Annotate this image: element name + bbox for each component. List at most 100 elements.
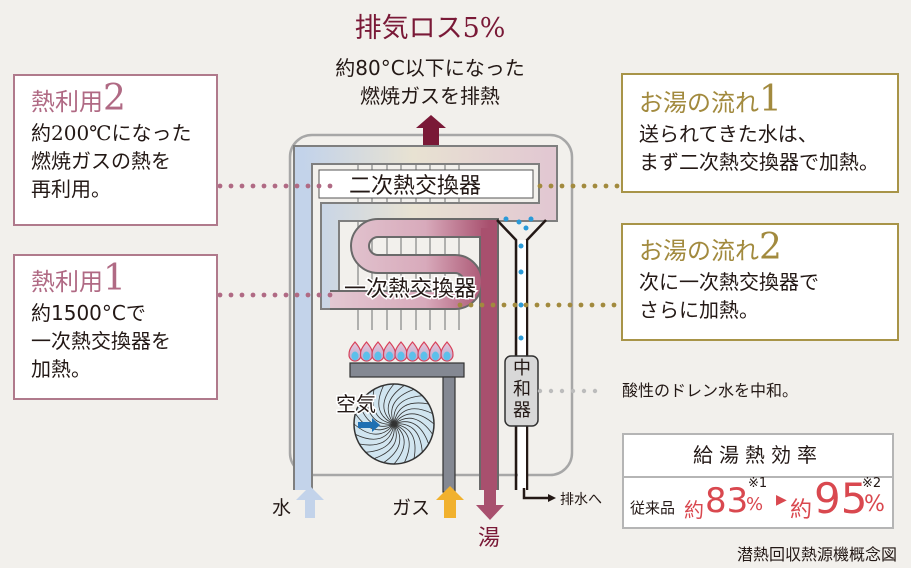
leader-dot bbox=[567, 302, 573, 308]
leader-dot bbox=[283, 292, 289, 298]
leader-dot bbox=[327, 183, 333, 189]
callout-body: 約200℃になった 燃焼ガスの熱を 再利用。 bbox=[31, 121, 192, 201]
new-percent: % bbox=[864, 492, 885, 517]
conventional-value: 83 bbox=[705, 481, 749, 521]
fan-blade bbox=[365, 423, 395, 453]
leader-dot bbox=[559, 183, 565, 189]
fan-blade bbox=[393, 402, 429, 425]
leader-dot bbox=[250, 183, 256, 189]
callout-flow-2: お湯の流れ2 次に一次熱交換器で さらに加熱。 bbox=[621, 223, 899, 341]
leader-dot bbox=[501, 302, 507, 308]
burner-flames bbox=[348, 341, 454, 362]
exhaust-subtitle: 約80°C以下になった 燃焼ガスを排熱 bbox=[290, 54, 570, 110]
leader-dot bbox=[537, 388, 543, 394]
leader-dot bbox=[548, 388, 554, 394]
leader-dot bbox=[228, 292, 234, 298]
efficiency-panel: 給湯熱効率 従来品 約 83 % ※1 ▶ 約 95 % ※2 bbox=[622, 433, 894, 529]
fan-blade bbox=[353, 423, 395, 435]
efficiency-title: 給湯熱効率 bbox=[624, 435, 892, 478]
fan-blade bbox=[387, 385, 405, 425]
new-value: 95 bbox=[814, 474, 868, 523]
leader-dot bbox=[600, 302, 606, 308]
fan-blade bbox=[391, 388, 415, 425]
leader-dot bbox=[545, 302, 551, 308]
drain-droplets bbox=[503, 216, 534, 341]
callout-heading: 熱利用2 bbox=[31, 81, 216, 119]
leader-dot bbox=[316, 183, 322, 189]
callout-heading: 熱利用1 bbox=[31, 261, 216, 299]
fan-blade bbox=[393, 423, 423, 453]
new-approx: 約 bbox=[790, 498, 813, 523]
fan-blade bbox=[393, 417, 433, 435]
leader-lines bbox=[217, 183, 620, 394]
callout-flow-1: お湯の流れ1 送られてきた水は、 まず二次熱交換器で加熱。 bbox=[621, 73, 899, 193]
fan-blade bbox=[383, 423, 401, 463]
fan-blade bbox=[393, 421, 430, 445]
leader-dot bbox=[592, 183, 598, 189]
leader-dot bbox=[581, 388, 587, 394]
leader-dot bbox=[272, 292, 278, 298]
callout-heat-use-2: 熱利用2 約200℃になった 燃焼ガスの熱を 再利用。 bbox=[13, 74, 218, 226]
leader-dot bbox=[603, 183, 609, 189]
fan-blade bbox=[393, 423, 405, 465]
water-in-arrow-icon bbox=[296, 486, 324, 518]
leader-dot bbox=[283, 183, 289, 189]
exhaust-loss-title: 排気ロス5% bbox=[354, 13, 506, 44]
efficiency-values: 従来品 約 83 % ※1 ▶ 約 95 % ※2 bbox=[624, 474, 892, 529]
secondary-exchanger-label: 二次熱交換器 bbox=[349, 174, 481, 199]
leader-dot bbox=[261, 183, 267, 189]
callout-body: 約1500°Cで 一次熱交換器を 加熱。 bbox=[31, 301, 171, 381]
drain-label: 排水へ bbox=[560, 492, 602, 508]
footnote-1: ※1 bbox=[748, 476, 768, 491]
callout-heading-label: お湯の流れ bbox=[639, 89, 759, 117]
fan-blade bbox=[393, 423, 410, 463]
flame-icon bbox=[405, 341, 420, 362]
leader-dot bbox=[589, 302, 595, 308]
fan-blade bbox=[393, 408, 433, 425]
footnote-2: ※2 bbox=[862, 476, 882, 491]
flame-icon bbox=[359, 341, 374, 362]
air-arrow bbox=[358, 422, 372, 428]
callout-heading-label: 熱利用 bbox=[31, 268, 103, 296]
conventional-label: 従来品 bbox=[630, 499, 676, 517]
neutralizer-label-char: 器 bbox=[513, 400, 531, 421]
leader-dot bbox=[523, 302, 529, 308]
leader-dot bbox=[239, 292, 245, 298]
gas-in-arrow-icon bbox=[436, 486, 464, 518]
callout-heading: お湯の流れ1 bbox=[639, 82, 897, 120]
fan-blade bbox=[383, 383, 395, 425]
leader-dot bbox=[316, 292, 322, 298]
leader-dot bbox=[578, 302, 584, 308]
burner bbox=[349, 362, 465, 378]
conventional-approx: 約 bbox=[684, 498, 704, 522]
leader-dot bbox=[250, 292, 256, 298]
leader-dot bbox=[228, 183, 234, 189]
flame-icon bbox=[428, 341, 443, 362]
air-label: 空気 bbox=[336, 392, 376, 416]
leader-dot bbox=[261, 292, 267, 298]
callout-heading-number: 2 bbox=[759, 227, 782, 268]
water-in-label: 水 bbox=[272, 497, 292, 519]
hot-water-out-arrow-icon bbox=[476, 487, 504, 520]
callout-heading: お湯の流れ2 bbox=[639, 230, 897, 268]
flame-icon bbox=[394, 341, 408, 362]
leader-dot bbox=[570, 183, 576, 189]
leader-dot bbox=[479, 302, 485, 308]
conventional-percent: % bbox=[746, 494, 764, 515]
callout-heading-number: 1 bbox=[759, 79, 782, 120]
leader-dot bbox=[490, 302, 496, 308]
neutralizer-note: 酸性のドレン水を中和。 bbox=[622, 381, 799, 400]
increase-arrow-icon: ▶ bbox=[776, 492, 787, 508]
callout-heading-number: 2 bbox=[103, 78, 126, 119]
leader-dot bbox=[272, 183, 278, 189]
hot-water-out-label: 湯 bbox=[478, 526, 501, 551]
fan-blade bbox=[372, 389, 395, 425]
flame-icon bbox=[371, 341, 385, 362]
flame-icon bbox=[348, 341, 362, 362]
flame-icon bbox=[440, 341, 454, 362]
leader-dot bbox=[537, 183, 543, 189]
exhaust-subtitle-line1: 約80°C以下になった bbox=[335, 56, 525, 80]
leader-dot bbox=[305, 292, 311, 298]
leader-dot bbox=[556, 302, 562, 308]
